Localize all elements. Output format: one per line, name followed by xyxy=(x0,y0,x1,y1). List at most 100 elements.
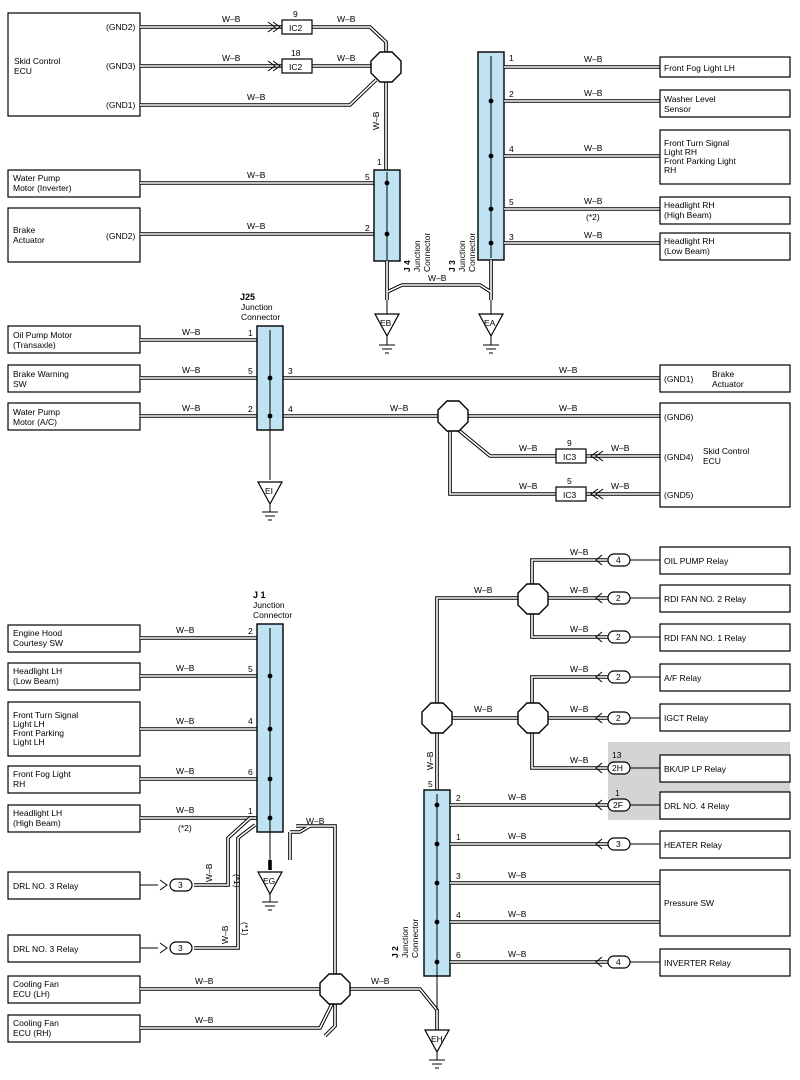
j1-label: J 1 xyxy=(253,590,266,600)
j4-pin-5: 5 xyxy=(365,172,370,182)
j1-pin: 5 xyxy=(248,664,253,674)
wire-label: W–B xyxy=(306,816,325,826)
skid-ecu-label-1: Skid Control xyxy=(14,56,60,66)
section-j2: W–B W–B W–B W–B W–B W–B W–B W–B W–B 5 2 … xyxy=(390,546,791,1010)
j25-pin-1: 1 xyxy=(248,328,253,338)
skid-ecu-label-2: ECU xyxy=(14,66,32,76)
note-2: (*2) xyxy=(178,823,192,833)
brake-act2-label-2: Actuator xyxy=(712,379,744,389)
wire-label: W–B xyxy=(570,704,589,714)
skid-ecu2-label-1: Skid Control xyxy=(703,446,749,456)
oil-pump-motor-box[interactable] xyxy=(7,325,141,354)
drl-no4-relay-box[interactable] xyxy=(659,791,791,820)
ic2-connector-b[interactable] xyxy=(281,58,313,74)
wire-label: W–B xyxy=(584,88,603,98)
j1-pin: 6 xyxy=(248,767,253,777)
pill-2: 2 xyxy=(616,672,621,682)
af-relay-box[interactable] xyxy=(659,663,791,692)
ic3-pin-9: 9 xyxy=(567,438,572,448)
wire-label: W–B xyxy=(247,170,266,180)
j4-sub-1: Junction xyxy=(412,240,422,272)
inverter-relay-box[interactable] xyxy=(659,948,791,977)
igct-relay-box[interactable] xyxy=(659,703,791,732)
hl-lh-lo-1: Headlight LH xyxy=(13,666,62,676)
rdi-fan-2-relay-box[interactable] xyxy=(659,584,791,613)
skid-control-ecu-box-2[interactable] xyxy=(659,402,791,508)
wire-label: W–B xyxy=(176,625,195,635)
ic2-connector-a[interactable] xyxy=(281,19,313,35)
ic2-pin-9: 9 xyxy=(293,9,298,19)
section-j1: J 1 Junction Connector Engine Hood Court… xyxy=(7,590,451,1069)
heater-relay-box[interactable] xyxy=(659,830,791,859)
front-fog-lh-label: Front Fog Light LH xyxy=(664,63,735,73)
ground-eh xyxy=(423,1029,451,1054)
heater-label: HEATER Relay xyxy=(664,840,723,850)
front-fog-light-rh-box[interactable] xyxy=(7,765,141,794)
ground-eg xyxy=(256,871,284,896)
wire-label: W–B xyxy=(222,14,241,24)
fog-rh-1: Front Fog Light xyxy=(13,769,71,779)
wire-label: W–B xyxy=(559,365,578,375)
headlight-lh-low-box[interactable] xyxy=(7,662,141,691)
headlight-rh-high-box[interactable] xyxy=(659,196,791,225)
j2-pin: 3 xyxy=(456,871,461,881)
wire-label: W–B xyxy=(611,481,630,491)
water-pump-ac-2: Motor (A/C) xyxy=(13,417,57,427)
pin-1: 1 xyxy=(615,788,620,798)
brake-act2-label-1: Brake xyxy=(712,369,734,379)
wire-label: W–B xyxy=(204,863,214,882)
oil-pump-relay-box[interactable] xyxy=(659,546,791,575)
hood-label-2: Courtesy SW xyxy=(13,638,63,648)
front-turn-signal-rh-box[interactable] xyxy=(659,129,791,185)
wire-label: W–B xyxy=(519,481,538,491)
j4-pin-1: 1 xyxy=(377,157,382,167)
wire-label: W–B xyxy=(371,976,390,986)
front-fog-light-lh-box[interactable] xyxy=(659,56,791,78)
j4-label: J 4 xyxy=(402,260,412,272)
igct-label: IGCT Relay xyxy=(664,713,709,723)
ic3-connector-b[interactable] xyxy=(555,486,587,502)
ic3-connector-a[interactable] xyxy=(555,448,587,464)
ic3-label-b: IC3 xyxy=(563,490,577,500)
wire-label: W–B xyxy=(584,196,603,206)
j25-label: J25 xyxy=(240,292,255,302)
j1-sub-1: Junction xyxy=(253,600,285,610)
drl-no3-relay-box-b[interactable] xyxy=(7,934,141,963)
bkup-lp-relay-box[interactable] xyxy=(659,754,791,783)
headlight-rh-low-box[interactable] xyxy=(659,232,791,261)
washer-level-sensor-box[interactable] xyxy=(659,89,791,118)
splice-point xyxy=(517,702,549,734)
wire-label: W–B xyxy=(474,585,493,595)
front-turn-signal-lh-box[interactable] xyxy=(7,701,141,757)
cf-rh-1: Cooling Fan xyxy=(13,1018,59,1028)
section-skid-ground: Skid Control ECU (GND2) (GND3) (GND1) IC… xyxy=(7,9,791,354)
oil-pump-label-2: (Transaxle) xyxy=(13,340,56,350)
ft-lh-4: Light LH xyxy=(13,737,45,747)
hl-lh-hi-1: Headlight LH xyxy=(13,808,62,818)
front-turn-rh-2: Light RH xyxy=(664,147,697,157)
drl-no3-relay-box-a[interactable] xyxy=(7,871,141,900)
ic2-pin-18: 18 xyxy=(291,48,301,58)
j25-sub-2: Connector xyxy=(241,312,280,322)
brake-warning-sw-box[interactable] xyxy=(7,364,141,393)
af-label: A/F Relay xyxy=(664,673,702,683)
gnd3-pin-label: (GND3) xyxy=(106,61,135,71)
brake-actuator-box-2[interactable] xyxy=(659,364,791,393)
cf-rh-2: ECU (RH) xyxy=(13,1028,51,1038)
pressure-sw-box[interactable] xyxy=(659,869,791,937)
j25-pin-4: 4 xyxy=(288,404,293,414)
washer-label-1: Washer Level xyxy=(664,94,716,104)
water-pump-ac-1: Water Pump xyxy=(13,407,60,417)
wire-label: W–B xyxy=(508,949,527,959)
water-pump-ac-box[interactable] xyxy=(7,402,141,431)
front-turn-rh-1: Front Turn Signal xyxy=(664,138,729,148)
pill-connector-3a[interactable] xyxy=(169,878,193,892)
cooling-fan-ecu-lh-box[interactable] xyxy=(7,975,141,1004)
wire-label: W–B xyxy=(337,14,356,24)
splice-point xyxy=(319,973,351,1005)
wire-label: W–B xyxy=(371,111,381,130)
rdi-fan-1-relay-box[interactable] xyxy=(659,623,791,652)
water-pump-inv-label-2: Motor (Inverter) xyxy=(13,183,72,193)
skid-control-ecu-box[interactable] xyxy=(7,12,141,117)
pill-connector-3b[interactable] xyxy=(169,941,193,955)
